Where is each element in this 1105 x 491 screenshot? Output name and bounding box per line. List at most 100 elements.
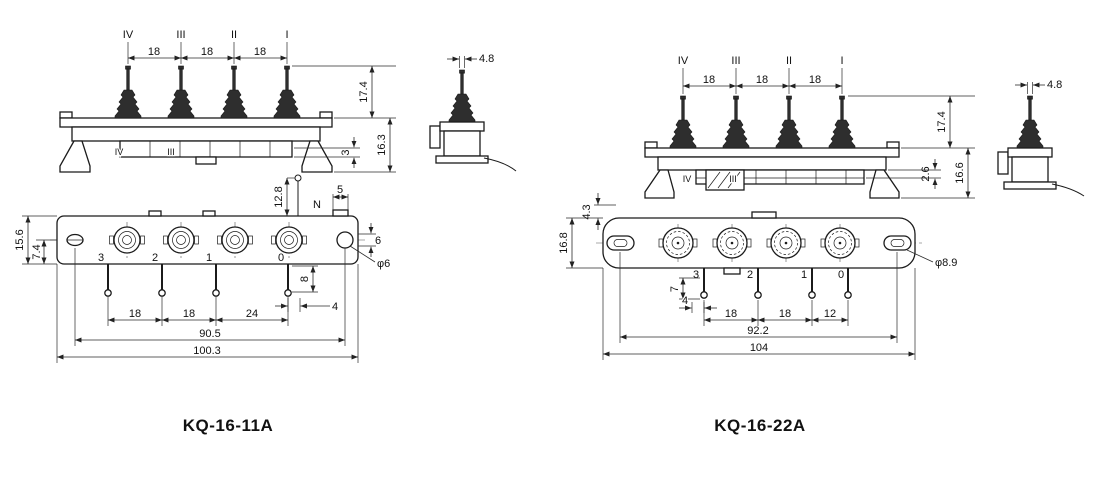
kq22-plan-view: 3 2 1 0 16.8 4.3 7 4 φ8.9 [558, 193, 957, 360]
terminal-pin [158, 264, 166, 297]
position-label: III [176, 29, 185, 41]
body-label: IV [115, 147, 124, 157]
dim-label: 4.8 [1047, 79, 1062, 91]
switch-unit [820, 224, 860, 262]
dim-label: 18 [148, 46, 160, 58]
plunger-iii [722, 95, 750, 149]
dim-label: 15.6 [14, 229, 26, 250]
body-label: III [167, 147, 175, 157]
plunger-ii [775, 95, 803, 149]
drawing-title-kq-16-11a: KQ-16-11A [183, 416, 273, 435]
terminal-label: 2 [747, 269, 753, 281]
dim-label: 6 [375, 235, 381, 247]
position-label: III [731, 55, 740, 67]
terminal-pin [284, 264, 292, 297]
terminal-label: 1 [801, 269, 807, 281]
plunger-i [828, 95, 856, 149]
dim-label: 18 [756, 74, 768, 86]
dim-label: 104 [750, 342, 768, 354]
dim-label: 18 [725, 308, 737, 320]
terminal-label: 1 [206, 252, 212, 264]
switch-unit [271, 222, 307, 258]
dim-label: φ8.9 [935, 257, 957, 269]
terminal-pin [104, 264, 112, 297]
mounting-slot-left [606, 235, 635, 251]
plunger-iii [167, 65, 195, 119]
dim-label: 90.5 [199, 328, 220, 340]
dim-label: 18 [703, 74, 715, 86]
terminal-label: 0 [278, 252, 284, 264]
plunger-iv [669, 95, 697, 149]
dim-label: 16.8 [558, 232, 570, 253]
terminal-pin [808, 268, 816, 299]
dim-label: 7.4 [31, 244, 43, 259]
dim-label: 18 [809, 74, 821, 86]
terminal-label: 2 [152, 252, 158, 264]
kq-16-22a-drawing: IV III II I 18 18 18 IV III 17.4 2.6 16.… [558, 55, 1085, 435]
body-label: IV [683, 174, 692, 184]
position-label: I [840, 55, 843, 67]
switch-unit [163, 222, 199, 258]
dim-label: 4 [332, 301, 338, 313]
dim-label: 12 [824, 308, 836, 320]
kq-16-11a-drawing: IV III II I 18 18 18 IV III 17.4 3 16.3 [14, 29, 517, 435]
base-plate [602, 217, 916, 269]
dim-label: 4.3 [581, 204, 593, 219]
kq22-side-view: 4.8 [997, 79, 1085, 197]
terminal-pin [212, 264, 220, 297]
body-label: III [729, 174, 737, 184]
position-label: II [786, 55, 792, 67]
dim-label: 8 [299, 276, 311, 282]
mounting-slot-right [883, 235, 912, 251]
switch-unit [658, 224, 698, 262]
position-label: IV [678, 55, 689, 67]
dim-label: 18 [183, 308, 195, 320]
lead-wire [1051, 183, 1085, 197]
right-foot-bracket [869, 169, 900, 199]
position-label: IV [123, 29, 134, 41]
dim-label: φ6 [377, 258, 390, 270]
dim-label: 7 [669, 286, 681, 292]
plunger-profile [448, 69, 476, 123]
dim-label: 100.3 [193, 345, 221, 357]
left-foot-bracket [59, 140, 91, 173]
dim-label: 16.6 [954, 162, 966, 183]
neutral-label: N [313, 199, 321, 211]
switch-unit [109, 222, 145, 258]
dim-label: 24 [246, 308, 258, 320]
neutral-terminal [294, 174, 302, 182]
dim-label: 18 [201, 46, 213, 58]
plunger-i [273, 65, 301, 119]
switch-unit [712, 224, 752, 262]
terminal-label: 0 [838, 269, 844, 281]
switch-unit [766, 224, 806, 262]
kq11-top-view: IV III II I 18 18 18 IV III 17.4 3 16.3 [59, 29, 396, 173]
dim-label: 4.8 [479, 53, 494, 65]
left-foot-bracket [644, 169, 675, 199]
dim-label: 16.3 [376, 134, 388, 155]
mounting-hole-right [336, 231, 354, 249]
plunger-profile [1016, 95, 1044, 149]
kq11-side-view: 4.8 [429, 53, 517, 172]
terminal-label: 3 [98, 252, 104, 264]
dim-label: 18 [129, 308, 141, 320]
kq11-plan-view: 3 2 1 0 15.6 7.4 12.8 5 N 6 [14, 174, 390, 363]
terminal-pin [700, 268, 708, 299]
switch-unit [217, 222, 253, 258]
mounting-hole-left [66, 233, 84, 247]
dim-label: 2.6 [920, 166, 932, 181]
dim-label: 18 [254, 46, 266, 58]
terminal-pin [844, 268, 852, 299]
dim-label: 4 [682, 295, 688, 307]
kq22-top-view: IV III II I 18 18 18 IV III 17.4 2.6 16.… [644, 55, 975, 199]
dim-label: 18 [779, 308, 791, 320]
dim-label: 92.2 [747, 325, 768, 337]
position-label: II [231, 29, 237, 41]
plunger-iv [114, 65, 142, 119]
dim-label: 17.4 [936, 111, 948, 132]
plunger-ii [220, 65, 248, 119]
lead-wire [483, 157, 517, 172]
terminal-label: 3 [693, 269, 699, 281]
